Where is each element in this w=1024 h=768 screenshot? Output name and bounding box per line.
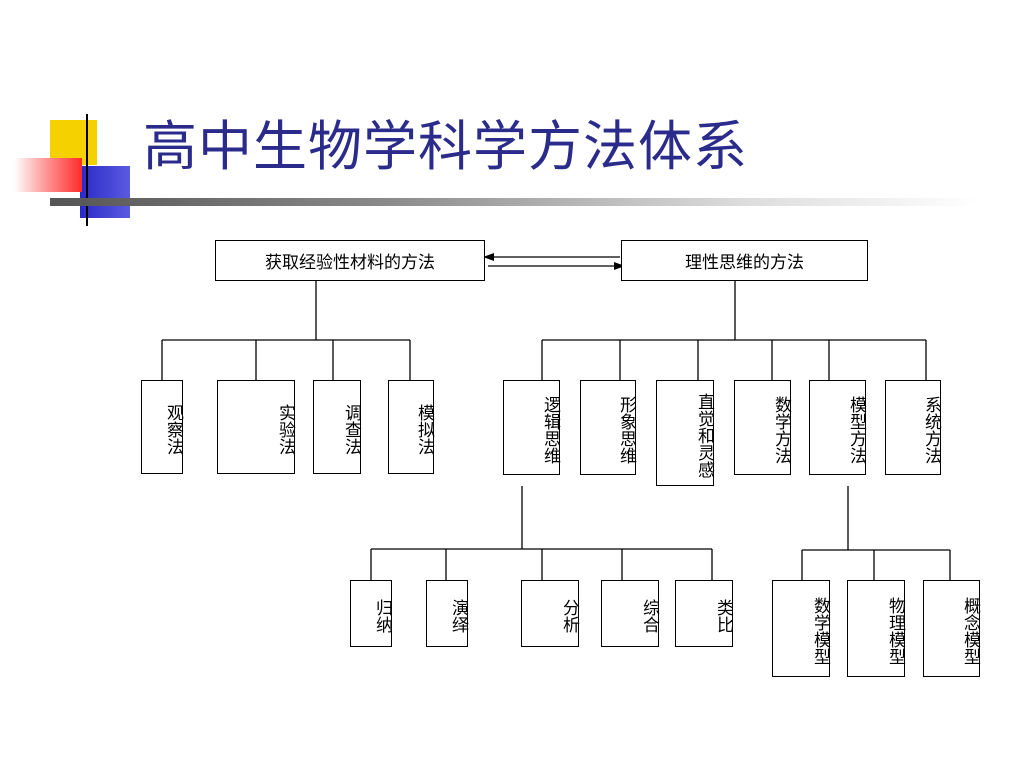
node-physical-model: 物理模型 — [847, 580, 905, 677]
node-label: 观察法 — [163, 403, 183, 455]
node-experiment: 实验法 — [217, 380, 295, 474]
node-system-method: 系统方法 — [885, 380, 941, 475]
node-label: 模型方法 — [846, 395, 866, 464]
node-observation: 观察法 — [141, 380, 183, 474]
node-label: 直觉和灵感 — [694, 392, 714, 478]
node-simulation: 模拟法 — [388, 380, 434, 474]
node-label: 物理模型 — [885, 596, 905, 665]
node-math-method: 数学方法 — [734, 380, 791, 475]
node-analysis: 分析 — [521, 580, 579, 647]
node-model-method: 模型方法 — [809, 380, 866, 475]
node-label: 分析 — [559, 598, 579, 633]
corner-square-blue — [80, 166, 130, 218]
title-underline — [50, 198, 980, 206]
node-label: 模拟法 — [414, 403, 434, 455]
slide-title: 高中生物学科学方法体系 — [143, 115, 748, 178]
corner-square-red — [14, 158, 82, 192]
node-label: 数学方法 — [771, 395, 791, 464]
node-synthesis: 综合 — [601, 580, 659, 647]
node-analogy: 类比 — [675, 580, 733, 647]
node-label: 实验法 — [275, 403, 295, 455]
node-label: 综合 — [639, 598, 659, 633]
node-label: 逻辑思维 — [540, 395, 560, 464]
corner-vertical-line — [86, 114, 88, 226]
root-rational-label: 理性思维的方法 — [685, 253, 804, 273]
node-intuition: 直觉和灵感 — [656, 380, 714, 486]
node-deduction: 演绎 — [426, 580, 468, 647]
node-imagery-thinking: 形象思维 — [580, 380, 636, 475]
node-survey: 调查法 — [313, 380, 361, 474]
node-logical-thinking: 逻辑思维 — [503, 380, 560, 475]
node-label: 演绎 — [448, 598, 468, 633]
root-empirical-label: 获取经验性材料的方法 — [265, 253, 435, 273]
node-label: 形象思维 — [616, 395, 636, 464]
node-label: 类比 — [713, 598, 733, 633]
corner-square-yellow — [50, 120, 97, 165]
node-label: 数学模型 — [810, 596, 830, 665]
node-induction: 归纳 — [350, 580, 392, 647]
root-rational-methods: 理性思维的方法 — [621, 240, 868, 281]
node-concept-model: 概念模型 — [923, 580, 980, 677]
node-math-model: 数学模型 — [772, 580, 830, 677]
node-label: 归纳 — [372, 598, 392, 633]
root-empirical-methods: 获取经验性材料的方法 — [215, 240, 485, 281]
node-label: 系统方法 — [921, 395, 941, 464]
node-label: 调查法 — [341, 403, 361, 455]
node-label: 概念模型 — [960, 596, 980, 665]
